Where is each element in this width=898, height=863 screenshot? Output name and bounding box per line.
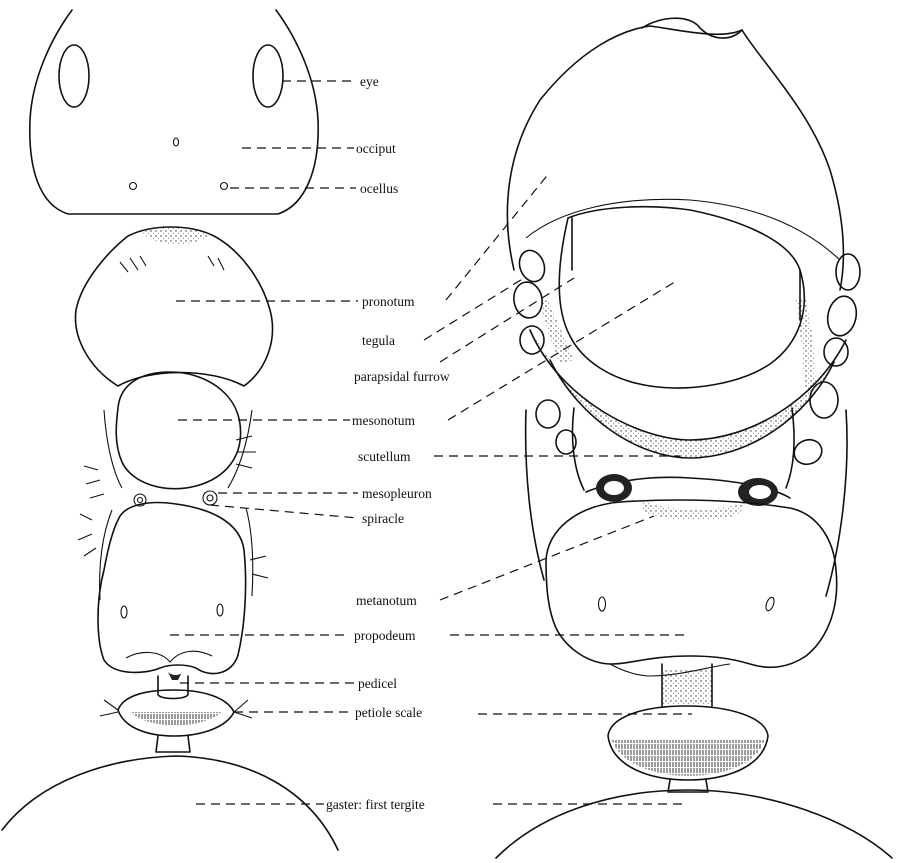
right-eye-shape <box>253 45 283 107</box>
label-mesonotum: mesonotum <box>352 413 415 428</box>
label-scutellum: scutellum <box>358 449 411 464</box>
leader-lines <box>170 81 692 804</box>
left-propodeum-shape <box>98 503 246 674</box>
label-spiracle: spiracle <box>362 511 404 526</box>
label-metanotum: metanotum <box>356 593 417 608</box>
label-occiput: occiput <box>356 141 396 156</box>
left-mesonotum-shape <box>116 372 240 489</box>
left-gaster-shape <box>2 756 338 850</box>
right-pronotum-shape <box>507 26 843 290</box>
left-head <box>30 10 318 214</box>
label-mesopleuron: mesopleuron <box>362 486 432 501</box>
left-ocellus <box>130 183 137 190</box>
label-gaster: gaster: first tergite <box>326 797 425 812</box>
median-ocellus <box>174 138 179 146</box>
label-pedicel: pedicel <box>358 676 397 691</box>
label-tegula: tegula <box>362 333 395 348</box>
left-ant-figure <box>2 10 338 850</box>
label-pronotum: pronotum <box>362 294 415 309</box>
label-propodeum: propodeum <box>354 628 416 643</box>
labels: eye occiput ocellus pronotum tegula para… <box>326 74 450 812</box>
right-gaster-shape <box>496 790 892 858</box>
right-ant-figure <box>496 18 892 858</box>
right-mesonotum-shape <box>559 207 804 388</box>
label-ocellus: ocellus <box>360 181 398 196</box>
left-eye-shape <box>59 45 89 107</box>
right-ocellus <box>221 183 228 190</box>
label-petiole-scale: petiole scale <box>355 705 422 720</box>
label-eye: eye <box>360 74 379 89</box>
right-propodeum-shape <box>546 500 837 667</box>
left-pronotum-shape <box>75 227 272 386</box>
label-parapsidal-furrow: parapsidal furrow <box>354 369 450 384</box>
